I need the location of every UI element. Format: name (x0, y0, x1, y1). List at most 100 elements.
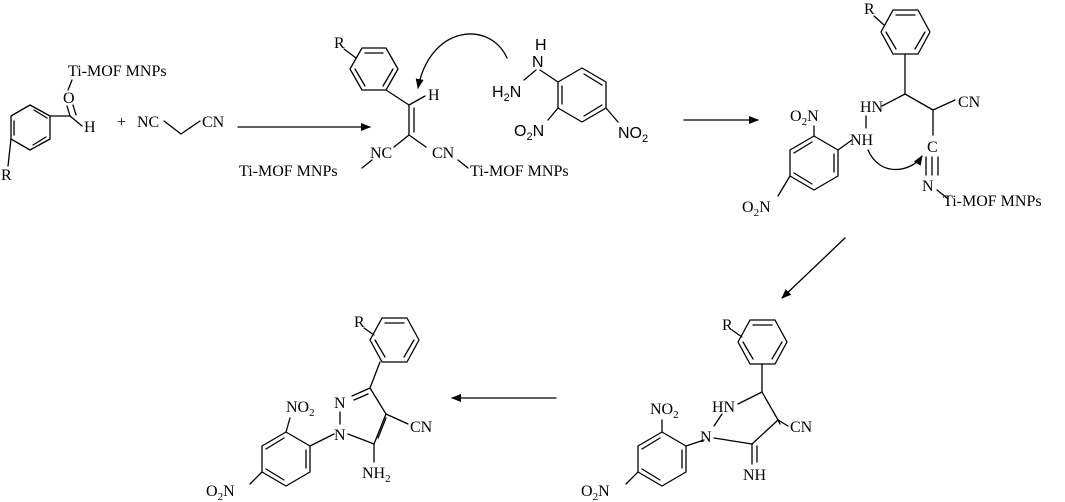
nh-n-label: N (532, 54, 544, 71)
ring-inner-bond (885, 31, 897, 50)
ch-ch-bond (904, 93, 934, 111)
nitro-group-label: O2N (742, 199, 771, 219)
nc-label: NC (137, 114, 159, 131)
nitro-group-label: NO2 (650, 401, 679, 421)
r-bond (363, 327, 375, 336)
imine-label: NH (743, 467, 767, 484)
benzene-ring (637, 431, 687, 487)
benzene-ring (789, 135, 839, 191)
c-c-double-inner (377, 417, 387, 439)
ring-inner-bond (403, 339, 415, 358)
c-cn-bond (385, 413, 409, 425)
c-c-double (373, 413, 387, 445)
benzene-ring (349, 47, 399, 91)
hn-label: HN (712, 399, 736, 416)
carbonyl-bond (66, 105, 71, 117)
ring-inner-bond (742, 341, 754, 360)
nitro-group-label: NO2 (286, 399, 315, 419)
ring-inner-bond (914, 31, 926, 50)
vinyl-ch-bond (408, 95, 426, 106)
ring-c-n-bond (737, 391, 763, 405)
n-ring-bond (837, 139, 853, 151)
ring-inner-bond (641, 437, 661, 450)
ring-n-label: N (700, 429, 712, 446)
catalyst-label: Ti-MOF MNPs (68, 63, 167, 80)
nh-label: NH (850, 132, 874, 149)
benzene-ring (880, 9, 931, 55)
michael-adduct: R HN CN C N Ti-MOF MNPs NH O2N O2N (742, 1, 1042, 219)
cyclization-arrow (867, 149, 923, 171)
pyrazole-c-n-double-inner (353, 393, 369, 401)
ring-inner-bond (641, 468, 661, 481)
r-substituent-label: R (722, 317, 733, 334)
pyrazole-n1-label: N (334, 427, 346, 444)
amine-label: NH2 (362, 465, 391, 485)
cyclized-imine-intermediate: R HN N CN NH NO2 O2N (581, 317, 813, 502)
ring-inner-bond (374, 339, 386, 358)
r-substituent-label: R (1, 167, 12, 184)
ring-c-c-bond (751, 419, 779, 445)
ring-inner-bond (583, 73, 603, 86)
benzene-ring (737, 319, 788, 365)
pyrazole-c-n-double (351, 387, 371, 397)
coordination-bond (67, 79, 73, 91)
dinitrophenylhydrazine: H N H2N O2N NO2 (492, 37, 648, 145)
n-c-bond (347, 433, 375, 445)
n-n-bond (523, 69, 537, 81)
knoevenagel-intermediate: R H NC CN Ti-MOF MNPs Ti-MOF MNPs (239, 33, 569, 180)
ch-nh-bond (881, 93, 906, 107)
ring-inner-bond (382, 68, 394, 87)
oxygen-atom-label: O (63, 90, 75, 107)
hn-label: HN (860, 99, 884, 116)
n-n-bond (713, 413, 723, 427)
ch-cn-bond (932, 99, 956, 111)
ring-inner-bond (771, 341, 783, 360)
benzene-ring (261, 431, 311, 487)
cn-label: CN (432, 145, 455, 162)
nitro-bond (249, 471, 263, 485)
ring-inner-bond (354, 68, 366, 87)
r-substituent-label: R (864, 1, 875, 18)
nh2-label: H2N (492, 84, 521, 104)
nitrile-n-label: N (922, 178, 934, 195)
n-ti-coordination (361, 159, 373, 169)
r-substituent-label: R (354, 314, 365, 331)
catalyst-label: Ti-MOF MNPs (943, 193, 1042, 210)
n-ring-bond (309, 433, 335, 447)
ring-to-pyrazole-bond (369, 361, 381, 389)
nitro-bond (547, 107, 559, 121)
nitro-bond (605, 107, 619, 123)
ring-inner-bond (265, 468, 285, 481)
cn-label: CN (202, 114, 225, 131)
n-ring-bond (539, 69, 559, 83)
ch2-bond (163, 120, 182, 135)
n-ti-coordination (457, 159, 469, 169)
nitro-group-label: NO2 (618, 125, 648, 145)
ring-to-alkene-bond (385, 89, 410, 106)
c-cn-bond (393, 134, 410, 148)
ring-inner-bond (793, 172, 813, 185)
ring-n-c-bond (713, 437, 753, 445)
r-bond (873, 15, 885, 26)
ring-inner-bond (32, 136, 47, 146)
aldehyde-h-label: H (84, 119, 96, 136)
reaction-arrow-3 (781, 237, 846, 299)
r-bond (343, 48, 357, 59)
r-bond (731, 329, 743, 338)
nitro-group-label: O2N (206, 483, 235, 502)
benzene-ring (369, 317, 420, 363)
nc-label: NC (370, 145, 392, 162)
c-cn-bond (408, 134, 427, 148)
ch2-bond (180, 120, 201, 135)
nitro-bond (777, 175, 791, 197)
catalyst-label: Ti-MOF MNPs (470, 163, 569, 180)
ring-inner-bond (583, 104, 603, 117)
ring-inner-bond (793, 141, 813, 154)
carbonyl-double-bond (72, 104, 77, 116)
nitro-bond (625, 471, 639, 485)
aminopyrazole-product: R N N CN NH2 NO2 O2N (206, 314, 433, 502)
cn-label: CN (958, 94, 981, 111)
benzaldehyde-ti-mof-complex: Ti-MOF MNPs O H R (1, 63, 167, 184)
plus-sign: + (117, 114, 126, 131)
